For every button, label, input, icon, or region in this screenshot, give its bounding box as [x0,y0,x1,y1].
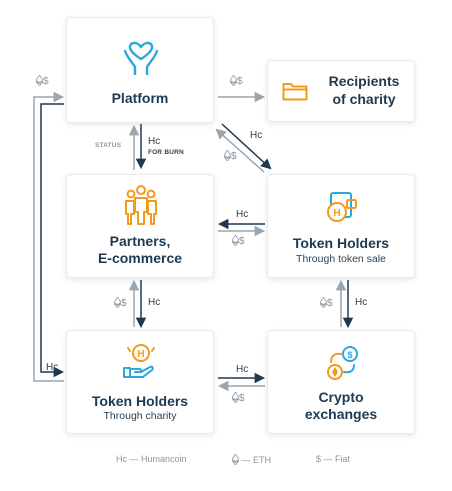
eth-icon [231,391,240,404]
hand-coin-icon: H [123,344,155,378]
token-charity-node: H Token Holders Through charity [66,330,214,434]
wallet-coin-icon: H [327,192,357,222]
hc-label-left-loop: Hc [46,362,59,373]
folder-icon [282,83,308,101]
exchanges-title-line1: Crypto [318,389,364,405]
svg-text:H: H [137,349,144,360]
people-group-icon [125,185,157,225]
eth-icon [229,74,238,87]
legend-eth-text: — ETH [241,455,272,465]
legend-hc: Hc — Humancoin [116,454,187,464]
eth-icon [113,296,122,309]
recipients-title-line2: of charity [332,91,396,107]
recipients-node: Recipients of charity [267,60,415,122]
eth-fiat-marker-sale-exchanges: $ [319,296,333,309]
hc-label-partners-sale: Hc [236,209,249,220]
fiat-symbol: $ [231,151,237,162]
token-charity-subtitle: Through charity [103,410,177,422]
eth-fiat-marker-diagonal: $ [223,149,237,162]
exchanges-title-line2: exchanges [304,406,378,422]
arrow-token-charity-to-platform [33,91,65,382]
arrow-platform-to-token-charity [40,103,65,378]
eth-icon [35,74,44,87]
fiat-symbol: $ [121,298,127,309]
fiat-symbol: $ [239,393,245,404]
status-label: STATUS [95,142,122,149]
eth-fiat-marker-partners-charity: $ [113,296,127,309]
fiat-symbol: $ [43,76,49,87]
exchanges-node: $ Crypto exchanges [267,330,415,434]
eth-icon [223,149,232,162]
partners-title-line1: Partners, [109,233,171,249]
hc-label-platform-partners: Hc [148,136,161,147]
exchange-icon: $ [327,346,358,380]
platform-icon [123,41,159,75]
platform-title: Platform [111,90,169,106]
eth-fiat-marker-left: $ [35,74,49,87]
fiat-symbol: $ [327,298,333,309]
platform-node: Platform [66,17,214,123]
token-sale-node: H Token Holders Through token sale [267,174,415,278]
token-sale-title: Token Holders [292,235,390,251]
arrow-token-sale-to-platform [215,128,265,173]
partners-node: Partners, E-commerce [66,174,214,278]
eth-fiat-marker-recipients: $ [229,74,243,87]
for-burn-label: FOR BURN [148,149,184,156]
eth-fiat-marker-charity-exchanges: $ [231,391,245,404]
arrow-platform-to-token-sale [221,123,272,170]
legend-fiat: $ — Fiat [316,454,351,464]
hc-label-sale-exchanges: Hc [355,297,368,308]
fiat-symbol: $ [239,236,245,247]
token-sale-subtitle: Through token sale [296,253,386,265]
svg-text:H: H [333,208,340,219]
hc-label-charity-exchanges: Hc [236,364,249,375]
partners-title-line2: E-commerce [97,250,183,266]
eth-fiat-marker-partners-sale: $ [231,234,245,247]
eth-icon [319,296,328,309]
legend-eth: — ETH [231,453,272,466]
fiat-symbol: $ [237,76,243,87]
recipients-title-line1: Recipients [328,73,400,89]
token-charity-title: Token Holders [91,393,189,409]
eth-icon [231,234,240,247]
eth-icon [231,453,240,466]
hc-label-diagonal: Hc [250,130,263,141]
svg-text:$: $ [347,350,352,360]
hc-label-partners-charity: Hc [148,297,161,308]
